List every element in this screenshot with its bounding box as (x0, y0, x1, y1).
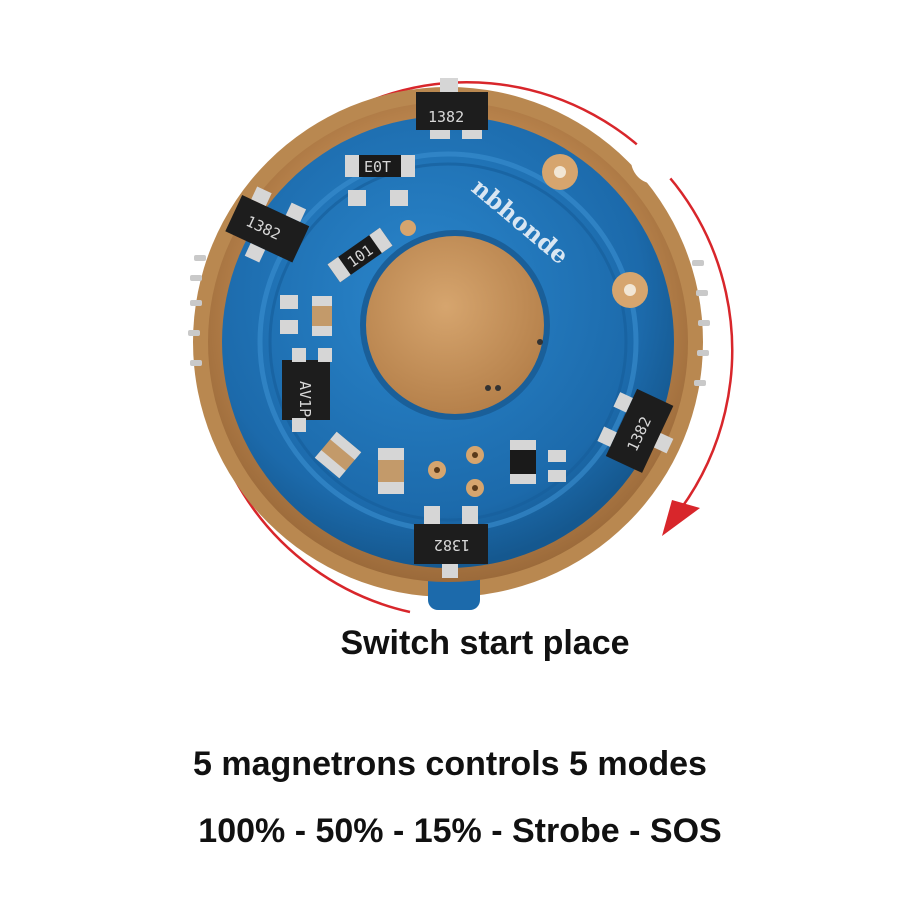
board-notch (631, 136, 679, 184)
chip-top-label: 1382 (428, 108, 464, 126)
modes-list: 100% - 50% - 15% - Strobe - SOS (198, 812, 722, 850)
arrow-head (662, 500, 700, 536)
edge-ridges (188, 255, 710, 386)
chip-mid-label: AV1P (296, 381, 314, 417)
chip-mid-left: AV1P (282, 348, 332, 432)
modes-title: 5 magnetrons controls 5 modes (193, 745, 707, 783)
chip-left: 1382 (225, 186, 310, 263)
capacitor-bottom (378, 448, 404, 494)
switch-start-caption: Switch start place (340, 624, 630, 662)
chip-top: 1382 (416, 78, 488, 139)
pcb-board: nbhonde 1382 1382 AV1P (188, 78, 710, 610)
chip-bottom-label: 1382 (434, 536, 470, 554)
chip-right: 1382 (597, 388, 674, 473)
center-pad (360, 230, 550, 420)
resistor-bottom (510, 440, 566, 484)
resistor-top: E0T (345, 155, 415, 206)
chip-bottom: 1382 (414, 506, 488, 578)
through-hole-pads (428, 446, 484, 497)
capacitors-left (280, 295, 332, 336)
capacitor-low-left (314, 431, 362, 479)
resistor-top-label: E0T (364, 158, 391, 176)
